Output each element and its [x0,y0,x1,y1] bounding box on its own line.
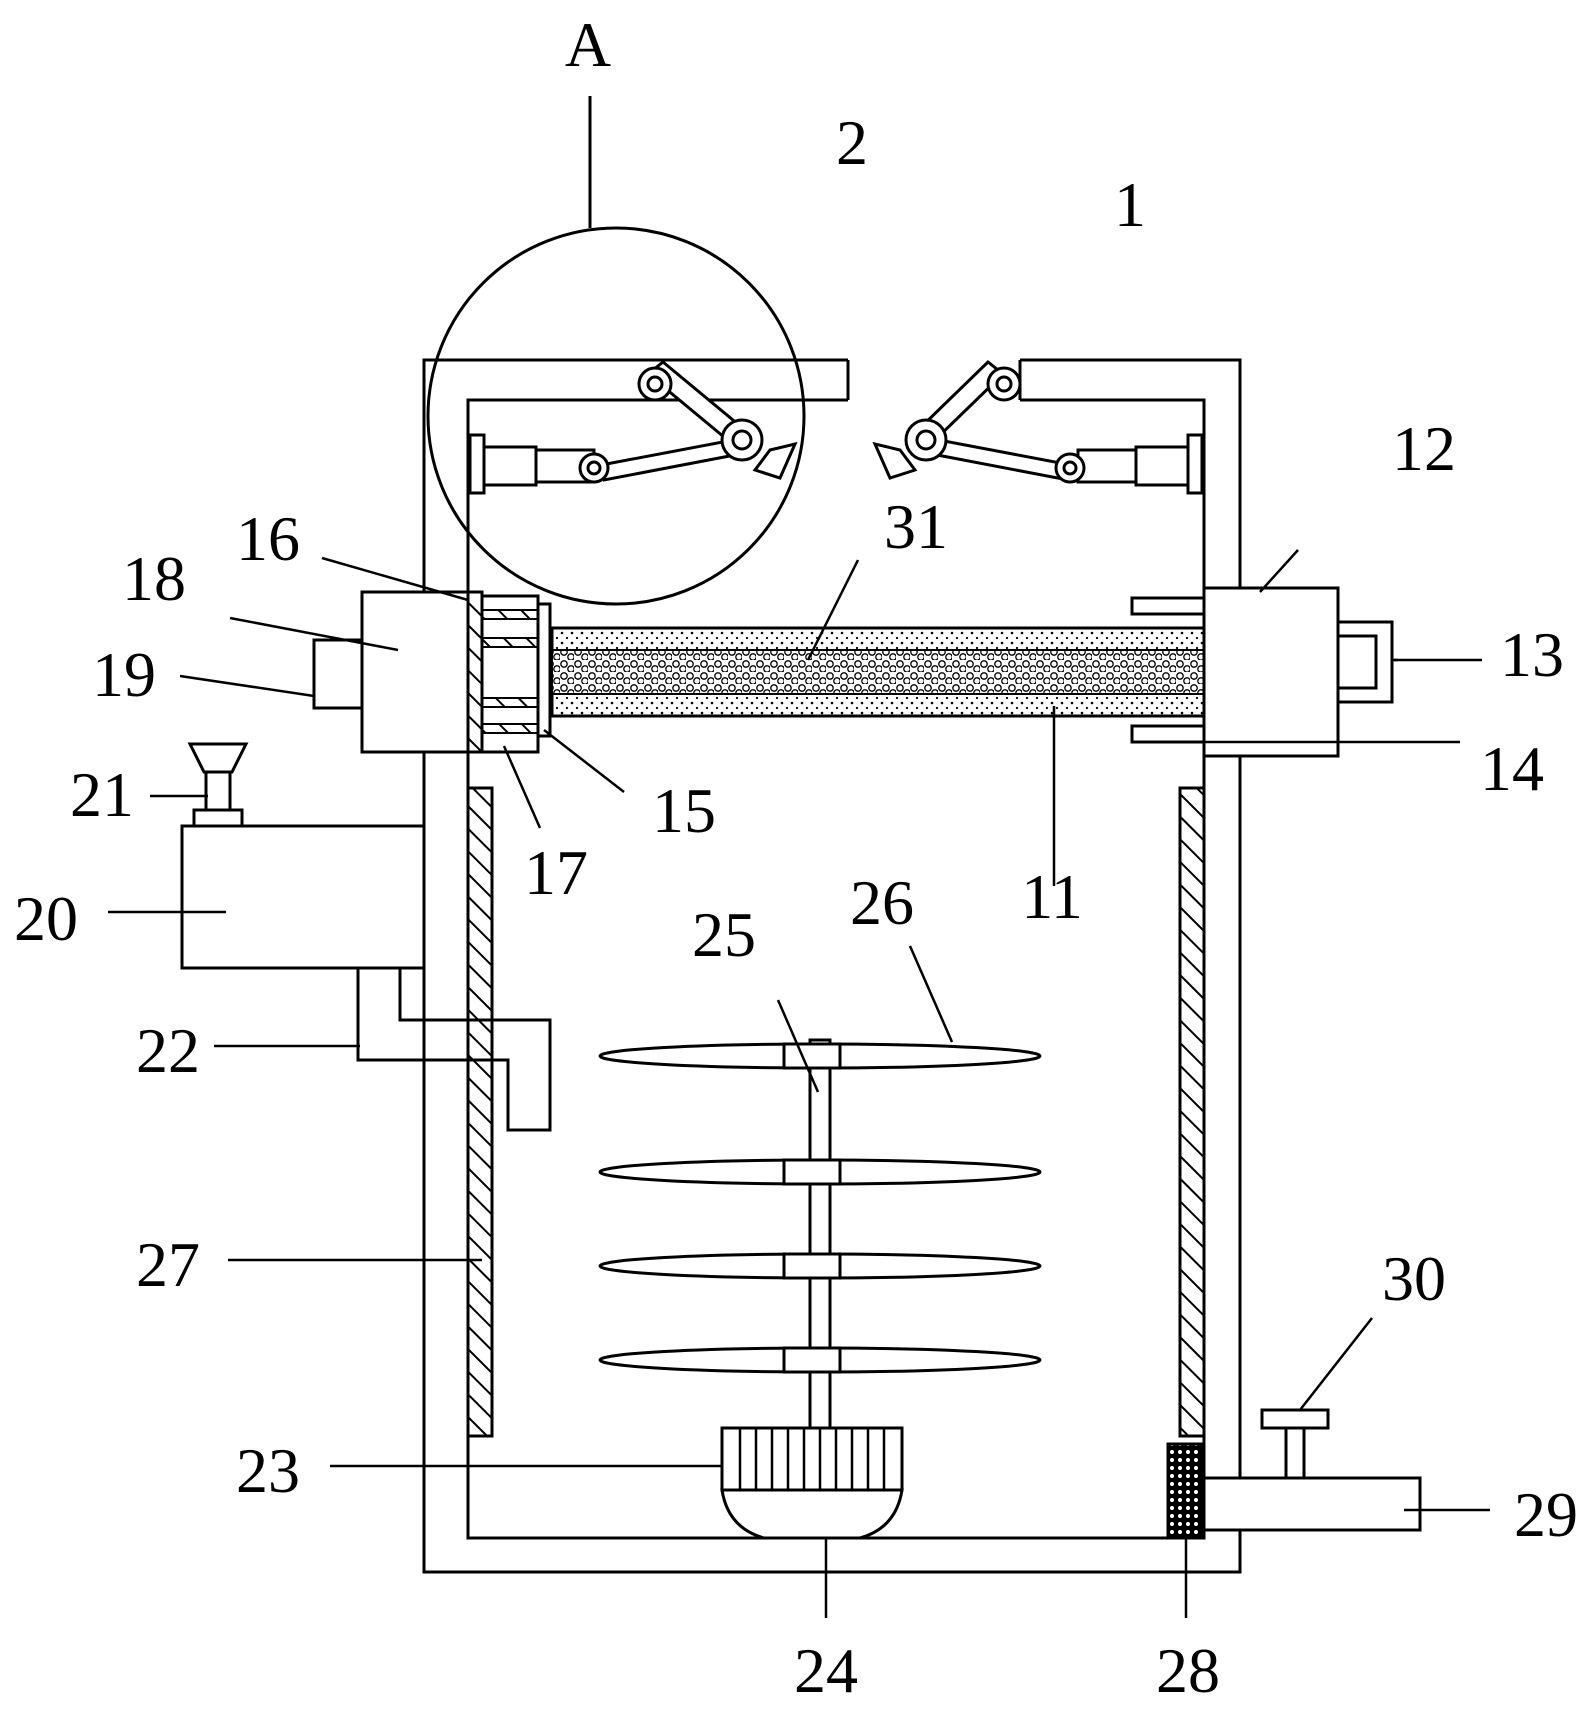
right-liner [1178,786,1206,1438]
outlet-filter [1166,1442,1204,1540]
left-drive-assembly [312,590,552,754]
label-31: 31 [884,491,948,562]
label-16: 16 [236,503,300,574]
housing [422,358,1242,1574]
right-drive-assembly [1130,586,1394,758]
label-1: 1 [1114,169,1146,240]
label-13: 13 [1500,619,1564,690]
label-17: 17 [524,837,588,908]
label-23: 23 [236,1435,300,1506]
left-liner [466,786,494,1438]
label-24: 24 [794,1635,858,1706]
label-19: 19 [92,639,156,710]
label-22: 22 [136,1015,200,1086]
stirrer [598,1038,1042,1540]
reference-labels: A 2 1 12 31 16 18 19 13 14 21 15 17 26 1… [14,9,1578,1706]
label-25: 25 [692,899,756,970]
water-tank [180,742,552,1132]
label-27: 27 [136,1229,200,1300]
label-18: 18 [122,543,186,614]
leader-lines [108,549,1490,1618]
label-2: 2 [836,107,868,178]
label-29: 29 [1514,1479,1578,1550]
label-30: 30 [1382,1243,1446,1314]
label-14: 14 [1480,733,1544,804]
label-12: 12 [1392,413,1456,484]
label-15: 15 [652,775,716,846]
outlet-pipe [1202,1408,1422,1532]
label-11: 11 [1021,861,1083,932]
detail-circle-a [426,226,806,606]
label-28: 28 [1156,1635,1220,1706]
label-20: 20 [14,883,78,954]
filter-roller [550,626,1206,718]
right-arm-mechanism [872,360,1204,495]
label-21: 21 [70,759,134,830]
label-a: A [565,9,611,80]
left-arm-mechanism [468,360,798,495]
label-26: 26 [850,867,914,938]
